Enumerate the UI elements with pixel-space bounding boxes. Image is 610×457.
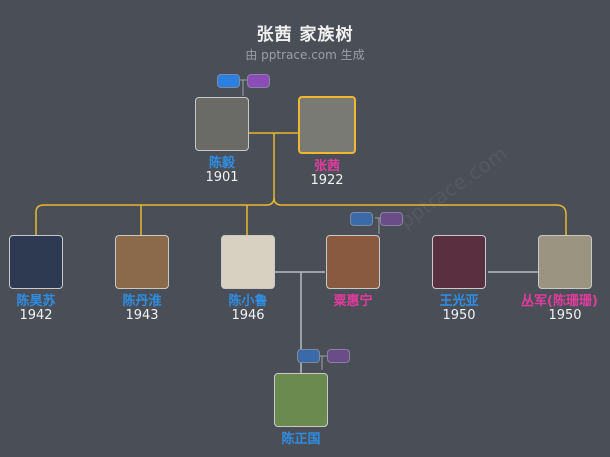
male-marker-button[interactable] (297, 349, 320, 363)
person-photo (9, 235, 63, 289)
female-marker-button[interactable] (247, 74, 270, 88)
person-photo (115, 235, 169, 289)
person-node[interactable]: 陈正国 (271, 373, 331, 447)
person-photo (274, 373, 328, 427)
person-year: 1950 (548, 308, 582, 323)
person-node[interactable]: 陈小鲁 1946 (218, 235, 278, 323)
person-name: 陈昊苏 (16, 294, 56, 309)
male-marker-button[interactable] (350, 212, 373, 226)
person-name: 陈小鲁 (228, 294, 268, 309)
person-name: 张茜 (313, 159, 340, 174)
person-node[interactable]: 陈昊苏 1942 (6, 235, 66, 323)
female-marker-button[interactable] (380, 212, 403, 226)
person-year: 1922 (310, 173, 344, 188)
person-name: 粟惠宁 (333, 294, 373, 309)
page-title: 张茜 家族树 (256, 25, 354, 45)
person-year: 1943 (125, 308, 159, 323)
person-name: 陈毅 (208, 156, 235, 171)
person-node[interactable]: 粟惠宁 (323, 235, 383, 309)
person-photo (326, 235, 380, 289)
person-node[interactable]: 陈毅 1901 (192, 97, 252, 185)
person-name: 陈正国 (281, 432, 321, 447)
female-marker-button[interactable] (327, 349, 350, 363)
page-subtitle: 由 pptrace.com 生成 (245, 48, 365, 62)
person-year: 1946 (231, 308, 265, 323)
male-marker-button[interactable] (217, 74, 240, 88)
person-photo (221, 235, 275, 289)
person-photo (432, 235, 486, 289)
person-node[interactable]: 张茜 1922 (297, 96, 357, 188)
person-node[interactable]: 丛军(陈珊珊) 1950 (521, 235, 598, 323)
person-year: 1942 (19, 308, 53, 323)
person-name: 王光亚 (439, 294, 479, 309)
person-year: 1901 (205, 170, 239, 185)
person-photo (298, 96, 356, 154)
person-name: 陈丹淮 (122, 294, 162, 309)
person-year: 1950 (442, 308, 476, 323)
person-name: 丛军(陈珊珊) (521, 294, 598, 309)
person-photo (195, 97, 249, 151)
person-node[interactable]: 王光亚 1950 (429, 235, 489, 323)
person-photo (538, 235, 592, 289)
person-node[interactable]: 陈丹淮 1943 (112, 235, 172, 323)
